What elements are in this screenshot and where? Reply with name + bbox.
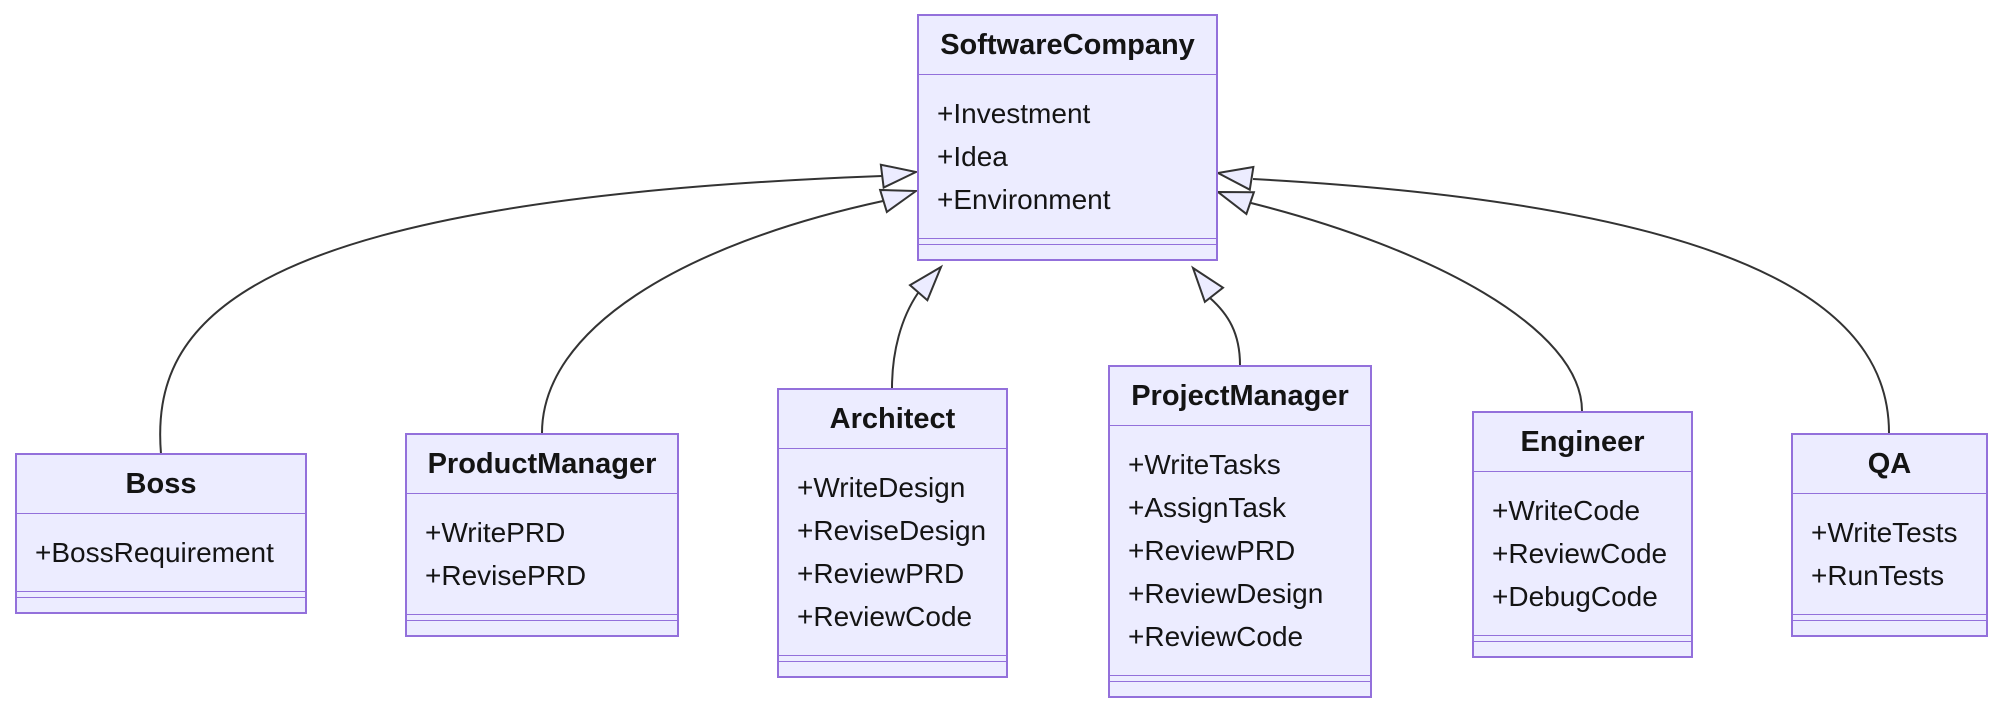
class-footer-compartment	[779, 661, 1006, 676]
class-member: +ReviewCode	[797, 601, 973, 632]
class-member: +RevisePRD	[425, 560, 587, 591]
class-footer-compartment	[919, 244, 1216, 259]
inheritance-arrowhead-icon	[908, 264, 944, 302]
class-members: +Investment +Idea +Environment	[919, 75, 1216, 239]
inheritance-arrowhead-icon	[1214, 165, 1255, 192]
inheritance-edge-ProjectManager	[1209, 297, 1241, 366]
class-footer-compartment	[407, 620, 677, 635]
class-member: +Idea	[937, 141, 1008, 172]
class-title: ProductManager	[407, 435, 677, 494]
inheritance-arrowhead-icon	[878, 188, 919, 214]
class-member: +WritePRD	[425, 517, 566, 548]
class-member: +RunTests	[1811, 560, 1945, 591]
inheritance-edge-QA	[1252, 178, 1890, 434]
class-members: +WritePRD +RevisePRD	[407, 494, 677, 615]
class-node-ProjectManager: ProjectManager +WriteTasks +AssignTask +Re…	[1108, 365, 1372, 698]
inheritance-arrowhead-icon	[1191, 265, 1225, 304]
class-footer-compartment	[1110, 681, 1370, 696]
class-members: +WriteTasks +AssignTask +ReviewPRD +ReviewD…	[1110, 426, 1370, 676]
class-members: +BossRequirement	[17, 514, 305, 592]
class-member: +DebugCode	[1492, 581, 1658, 612]
class-member: +Investment	[937, 98, 1091, 129]
class-member: +AssignTask	[1128, 492, 1286, 523]
inheritance-edge-Architect	[891, 292, 919, 389]
class-member: +ReviseDesign	[797, 515, 987, 546]
class-node-Architect: Architect +WriteDesign +ReviseDesign +Revi…	[777, 388, 1008, 678]
class-title: ProjectManager	[1110, 367, 1370, 426]
class-node-QA: QA +WriteTests +RunTests	[1791, 433, 1988, 637]
class-title: Boss	[17, 455, 305, 514]
class-footer-compartment	[1793, 620, 1986, 635]
class-node-ProductManager: ProductManager +WritePRD +RevisePRD	[405, 433, 679, 637]
class-footer-compartment	[1474, 641, 1691, 656]
class-member: +Environment	[937, 184, 1111, 215]
inheritance-arrowhead-icon	[879, 163, 920, 190]
class-member: +ReviewPRD	[1128, 535, 1296, 566]
class-member: +ReviewPRD	[797, 558, 965, 589]
class-member: +ReviewCode	[1128, 621, 1304, 652]
inheritance-edge-Boss	[159, 175, 883, 455]
class-node-Boss: Boss +BossRequirement	[15, 453, 307, 614]
class-node-Engineer: Engineer +WriteCode +ReviewCode +DebugCode	[1472, 411, 1693, 658]
class-title: Architect	[779, 390, 1006, 449]
class-members: +WriteDesign +ReviseDesign +ReviewPRD +Revi…	[779, 449, 1006, 656]
class-member: +BossRequirement	[35, 537, 274, 568]
inheritance-edge-ProductManager	[541, 200, 884, 434]
class-member: +ReviewDesign	[1128, 578, 1324, 609]
class-member: +WriteTests	[1811, 517, 1958, 548]
class-title: QA	[1793, 435, 1986, 494]
class-member: +ReviewCode	[1492, 538, 1668, 569]
class-title: SoftwareCompany	[919, 16, 1216, 75]
class-member: +WriteCode	[1492, 495, 1641, 526]
class-members: +WriteCode +ReviewCode +DebugCode	[1474, 472, 1691, 636]
class-member: +WriteTasks	[1128, 449, 1281, 480]
class-title: Engineer	[1474, 413, 1691, 472]
class-node-SoftwareCompany: SoftwareCompany +Investment +Idea +Environ…	[917, 14, 1218, 261]
class-members: +WriteTests +RunTests	[1793, 494, 1986, 615]
class-footer-compartment	[17, 597, 305, 612]
class-member: +WriteDesign	[797, 472, 966, 503]
inheritance-edge-Engineer	[1250, 202, 1583, 412]
inheritance-arrowhead-icon	[1215, 190, 1256, 216]
